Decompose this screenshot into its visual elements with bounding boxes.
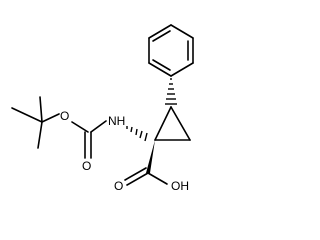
nh-carbonyl-bond <box>90 120 107 133</box>
ring-bond <box>148 24 172 39</box>
acid-double-bond <box>124 167 147 181</box>
ether-tbu-bond <box>41 113 60 123</box>
acid-double-bond <box>126 172 149 186</box>
hashed-bond-nh <box>126 126 148 142</box>
wedge-bond-carboxyl <box>146 140 155 173</box>
ring-inner-double-bond <box>152 30 171 42</box>
hydroxyl-label: OH <box>171 179 189 193</box>
tbu-methyl-bond <box>37 121 43 149</box>
cyclopropane-ring <box>154 106 191 141</box>
acid-oxygen-label: O <box>114 179 123 193</box>
ether-oxygen-label: O <box>60 109 69 123</box>
chemical-structure: NH O O O OH <box>11 24 194 193</box>
carbonyl-ester-bond <box>71 121 89 133</box>
hashed-bond-phenyl <box>165 78 177 105</box>
tbu-methyl-bond <box>39 96 43 123</box>
carbonyl-oxygen-label: O <box>82 159 91 173</box>
tbu-methyl-bond <box>11 107 43 123</box>
ring-inner-double-bond <box>152 59 171 71</box>
ring-bond <box>170 106 191 141</box>
ring-bond <box>154 106 172 141</box>
phenyl-ring <box>148 24 194 77</box>
ring-bond <box>148 62 172 77</box>
ring-bond <box>170 24 194 39</box>
acid-single-bond <box>147 172 168 185</box>
nh-label: NH <box>108 114 125 128</box>
ring-bond <box>170 62 194 77</box>
